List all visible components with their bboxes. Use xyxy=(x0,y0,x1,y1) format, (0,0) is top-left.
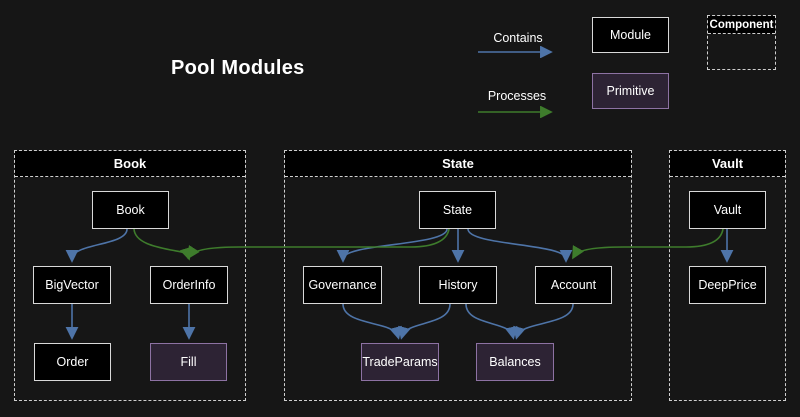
node-fill: Fill xyxy=(150,343,227,381)
legend-module-box: Module xyxy=(592,17,669,53)
legend-component-box: Component xyxy=(707,15,776,70)
legend-contains-label: Contains xyxy=(493,31,543,45)
node-vault: Vault xyxy=(689,191,766,229)
subgraph-vault-title: Vault xyxy=(670,151,785,177)
node-bigvector: BigVector xyxy=(33,266,111,304)
node-state: State xyxy=(419,191,496,229)
legend-primitive-box: Primitive xyxy=(592,73,669,109)
subgraph-vault: Vault xyxy=(669,150,786,401)
node-deepprice: DeepPrice xyxy=(689,266,766,304)
legend-processes-label: Processes xyxy=(487,89,547,103)
processes-arrow-icon xyxy=(478,106,553,118)
legend-component-label: Component xyxy=(708,16,775,34)
contains-arrow-icon xyxy=(478,46,553,58)
subgraph-state: State xyxy=(284,150,632,401)
node-governance: Governance xyxy=(303,266,382,304)
node-tradeparams: TradeParams xyxy=(361,343,439,381)
node-book: Book xyxy=(92,191,169,229)
subgraph-book: Book xyxy=(14,150,246,401)
node-history: History xyxy=(419,266,497,304)
node-balances: Balances xyxy=(476,343,554,381)
subgraph-book-title: Book xyxy=(15,151,245,177)
node-orderinfo: OrderInfo xyxy=(150,266,228,304)
node-order: Order xyxy=(34,343,111,381)
node-account: Account xyxy=(535,266,612,304)
page-title: Pool Modules xyxy=(171,57,305,79)
subgraph-state-title: State xyxy=(285,151,631,177)
